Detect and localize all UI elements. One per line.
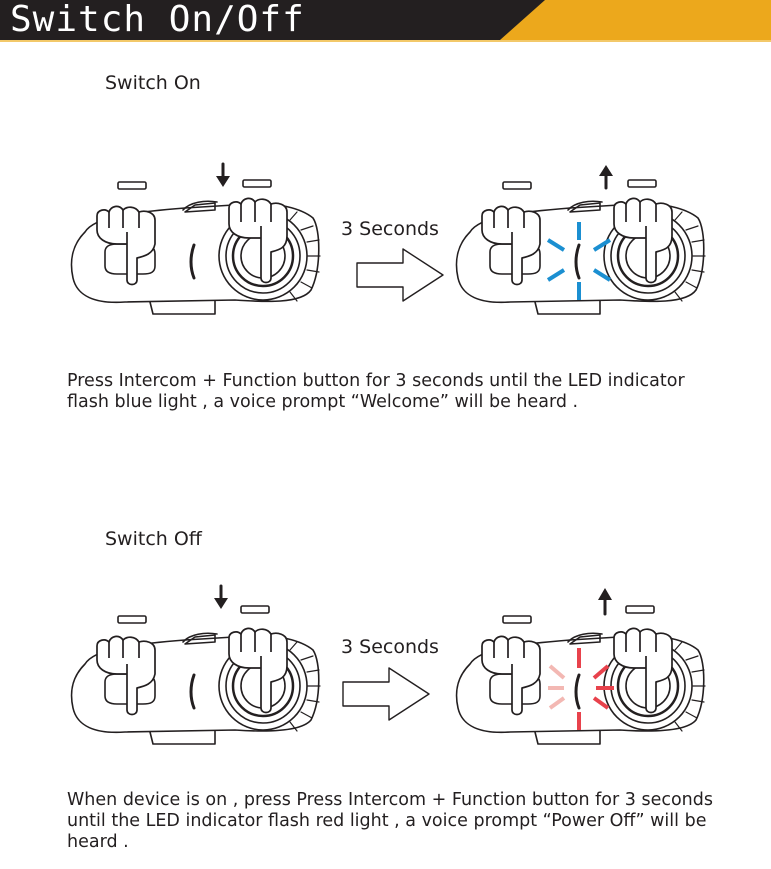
down-arrow-icon	[214, 584, 228, 609]
page-title: Switch On/Off	[10, 0, 305, 40]
pointing-hand-icon	[613, 627, 673, 714]
led-flash-red	[548, 648, 614, 730]
seconds-label-off: 3 Seconds	[341, 636, 439, 658]
down-arrow-icon	[216, 162, 230, 187]
up-arrow-icon	[598, 588, 612, 616]
seconds-label-on: 3 Seconds	[341, 218, 439, 240]
pointing-hand-icon	[481, 635, 541, 716]
up-arrow-icon	[599, 165, 613, 190]
switch-off-description: When device is on , press Press Intercom…	[67, 790, 713, 852]
pointing-hand-icon	[613, 197, 673, 284]
device-press-off	[70, 584, 321, 745]
header-bar	[0, 0, 771, 42]
switch-on-title: Switch On	[105, 72, 201, 94]
pointing-hand-icon	[481, 205, 541, 286]
switch-on-description: Press Intercom + Function button for 3 s…	[67, 371, 685, 412]
pointing-hand-icon	[96, 205, 156, 286]
pointing-hand-icon	[228, 197, 288, 284]
right-arrow-icon	[342, 667, 430, 721]
page-header: Switch On/Off	[0, 0, 771, 42]
device-press-on	[70, 162, 321, 315]
pointing-hand-icon	[96, 635, 156, 716]
device-release-off	[455, 588, 706, 745]
switch-off-title: Switch Off	[105, 528, 202, 550]
right-arrow-icon	[356, 248, 444, 302]
led-flash-blue	[546, 222, 612, 300]
device-release-on	[455, 165, 706, 315]
pointing-hand-icon	[228, 627, 288, 714]
